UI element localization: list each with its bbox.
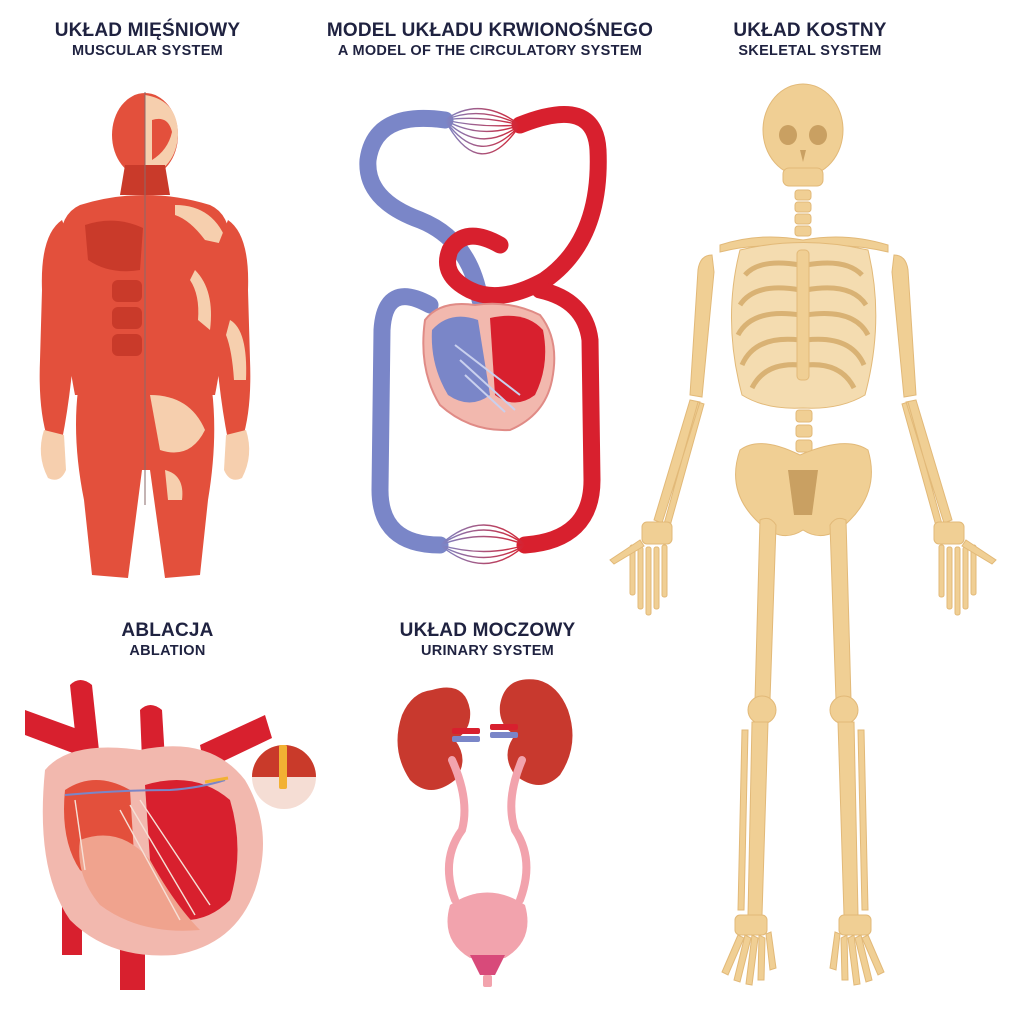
bladder-neck [470, 955, 505, 975]
bone-humerus-left [689, 254, 715, 398]
ablation-title: ABLACJA ABLATION [95, 620, 240, 660]
urinary-title-pl: UKŁAD MOCZOWY [399, 620, 576, 641]
renal-vessel-right-red [490, 724, 518, 730]
bone-jaw [782, 167, 824, 187]
skin-knee-right [165, 470, 183, 500]
bone-hand-right [933, 521, 997, 616]
circulatory-title: MODEL UKŁADU KRWIONOŚNEGO A MODEL OF THE… [295, 20, 685, 60]
skin-ribs-right [190, 270, 211, 330]
bone-femur-left [754, 517, 777, 701]
skeletal-title-pl: UKŁAD KOSTNY [733, 20, 887, 41]
circulatory-model [359, 105, 607, 565]
ureter-right [507, 756, 531, 904]
skin-hand-right [224, 430, 250, 480]
vein-upper-loop [359, 109, 489, 309]
skull-nose [800, 150, 806, 162]
bone-knee-left [747, 695, 777, 725]
bone-skull [762, 83, 844, 177]
artery-lower-loop [516, 281, 601, 554]
ureter-left [444, 756, 469, 904]
bone-tibia-right [837, 721, 869, 916]
ablation-title-pl: ABLACJA [121, 620, 214, 641]
muscle-pec-left [85, 220, 143, 272]
bone-ribs [735, 260, 871, 390]
skeletal-title: UKŁAD KOSTNY SKELETAL SYSTEM [700, 20, 920, 60]
pelvis-sacrum [788, 470, 818, 515]
kidney-right [499, 679, 573, 785]
heart-chamber-right [145, 780, 238, 920]
bone-foot-left [721, 914, 777, 986]
muscular-title-pl: UKŁAD MIĘŚNIOWY [54, 20, 241, 41]
ablation-title-en: ABLATION [129, 643, 206, 659]
skin-shoulder-right [175, 205, 228, 245]
renal-vessel-left-red [452, 728, 480, 734]
bone-forearm-left [653, 399, 705, 527]
renal-vessel-right-blue [490, 732, 518, 738]
ablation-zoom-probe [279, 745, 287, 789]
heart-septum [454, 344, 521, 413]
heart-vessel-left [25, 710, 80, 755]
bone-knee-right [829, 695, 859, 725]
ablation-heart [25, 680, 316, 990]
heart-vessel-top [140, 705, 165, 760]
urinary-system [397, 679, 573, 987]
muscular-title-en: MUSCULAR SYSTEM [71, 43, 224, 59]
circulatory-title-pl: MODEL UKŁADU KRWIONOŚNEGO [326, 20, 654, 41]
vein-lower-loop [371, 288, 449, 554]
skeletal-title-en: SKELETAL SYSTEM [738, 43, 882, 59]
muscle-arm-left [39, 220, 78, 440]
urinary-title: UKŁAD MOCZOWY URINARY SYSTEM [380, 620, 595, 660]
muscle-abs-1 [112, 280, 142, 302]
heart-left-chamber [490, 315, 546, 403]
skeleton [609, 83, 997, 986]
skull-eye-right [809, 125, 827, 145]
capillaries-top [444, 108, 521, 155]
urinary-title-en: URINARY SYSTEM [420, 643, 555, 659]
circulatory-title-en: A MODEL OF THE CIRCULATORY SYSTEM [337, 43, 643, 59]
bone-hand-left [609, 521, 673, 616]
bladder [447, 892, 528, 958]
bone-femur-right [829, 517, 852, 701]
bone-humerus-right [891, 254, 917, 398]
capillaries-bottom [439, 524, 526, 565]
skin-hand-left [40, 430, 66, 480]
heart-chordae [74, 799, 211, 921]
skin-thigh-right [150, 395, 205, 453]
bone-foot-right [829, 914, 885, 986]
skull-eye-left [779, 125, 797, 145]
urethra [483, 975, 492, 987]
muscular-figure [39, 92, 251, 578]
renal-vessel-left-blue [452, 736, 480, 742]
bone-tibia-left [737, 721, 769, 916]
muscular-title: UKŁAD MIĘŚNIOWY MUSCULAR SYSTEM [20, 20, 275, 60]
bone-sternum [796, 249, 810, 381]
heart-inner-left [79, 835, 200, 931]
ablation-catheter [64, 779, 226, 796]
bone-forearm-right [901, 399, 953, 527]
muscle-face-right [152, 118, 172, 160]
skin-forearm-right [226, 320, 247, 380]
muscle-abs-2 [112, 307, 142, 329]
heart-vessel-right [200, 715, 272, 770]
ablation-catheter-tip [204, 776, 229, 784]
muscle-abs-3 [112, 334, 142, 356]
